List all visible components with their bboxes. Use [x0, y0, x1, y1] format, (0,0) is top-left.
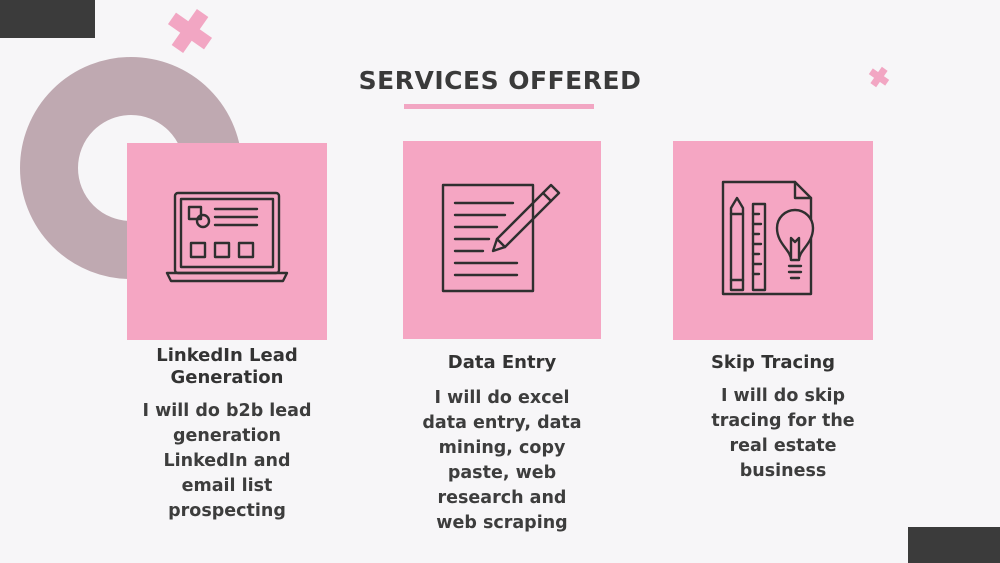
service-card-linkedin [127, 143, 327, 340]
description-line: paste, web [447, 463, 557, 483]
description-line: tracing for the [711, 411, 855, 431]
service-heading-skip-tracing: Skip Tracing [673, 352, 873, 374]
service-heading-line: LinkedIn Lead [156, 345, 298, 366]
description-line: I will do excel [434, 388, 570, 408]
description-line: research and [437, 488, 567, 508]
description-line: email list [181, 476, 273, 496]
service-heading-line: Generation [170, 367, 284, 388]
title-underline [404, 104, 594, 109]
description-line: prospecting [168, 501, 286, 521]
dark-corner-block-top-left [0, 0, 95, 38]
description-line: mining, copy [438, 438, 566, 458]
pink-cross-decoration-small [868, 66, 890, 88]
service-heading-line: Skip Tracing [710, 352, 836, 373]
page-title: SERVICES OFFERED [358, 66, 642, 95]
document-lightbulb-icon [721, 180, 825, 302]
service-card-skip-tracing [673, 141, 873, 340]
description-line: I will do skip [720, 386, 846, 406]
service-description-skip-tracing: I will do skip tracing for the real esta… [663, 384, 903, 484]
description-line: I will do b2b lead [142, 401, 312, 421]
description-line: business [739, 461, 827, 481]
document-pen-icon [439, 181, 565, 299]
laptop-icon [165, 191, 289, 293]
description-line: real estate [729, 436, 837, 456]
service-description-linkedin: I will do b2b lead generation LinkedIn a… [107, 399, 347, 524]
description-line: data entry, data [422, 413, 582, 433]
description-line: generation [172, 426, 281, 446]
pink-cross-decoration-large [167, 8, 213, 54]
service-description-data-entry: I will do excel data entry, data mining,… [382, 386, 622, 536]
service-card-data-entry [403, 141, 601, 339]
service-heading-line: Data Entry [447, 352, 557, 373]
description-line: LinkedIn and [163, 451, 291, 471]
description-line: web scraping [436, 513, 568, 533]
service-heading-linkedin: LinkedIn Lead Generation [127, 345, 327, 389]
dark-corner-block-bottom-right [908, 527, 1000, 563]
service-heading-data-entry: Data Entry [403, 352, 601, 374]
